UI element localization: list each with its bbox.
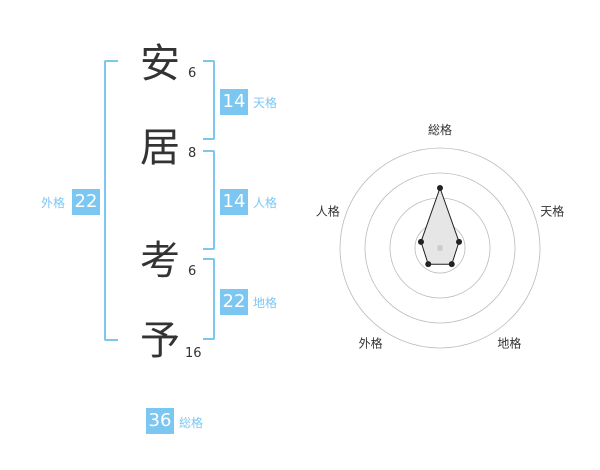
- radar-point-1: [437, 185, 443, 191]
- radar-axis-label-1: 総格: [428, 122, 452, 137]
- stroke-count-1: 6: [188, 66, 197, 81]
- tenkaku-label: 天格: [253, 96, 278, 110]
- tenkaku-bracket: [203, 60, 215, 140]
- radar-axis-label-2: 天格: [540, 204, 564, 219]
- jinkaku-label: 人格: [253, 196, 278, 210]
- tenkaku-value: 14: [220, 89, 248, 115]
- chikaku-value: 22: [220, 289, 248, 315]
- radar-ring-3: [364, 172, 516, 324]
- name-char-4: 予: [140, 318, 180, 364]
- gaikaku-label: 外格: [41, 196, 66, 210]
- radar-axis-label-5: 人格: [316, 204, 340, 219]
- radar-polygon: [420, 186, 460, 265]
- stroke-count-4: 16: [185, 346, 202, 361]
- radar-ring-4: [339, 147, 541, 349]
- gaikaku-bracket: [104, 60, 118, 341]
- soukaku-value: 36: [146, 408, 174, 434]
- radar-center: [437, 245, 443, 251]
- radar-point-4: [425, 261, 432, 268]
- radar-point-3: [448, 261, 455, 268]
- chikaku-bracket: [203, 258, 215, 340]
- gaikaku-value: 22: [72, 189, 100, 215]
- chikaku-label: 地格: [253, 296, 278, 310]
- radar-point-5: [417, 238, 424, 245]
- jinkaku-value: 14: [220, 189, 248, 215]
- soukaku-label: 総格: [179, 416, 204, 430]
- stroke-count-3: 6: [188, 264, 197, 279]
- stroke-count-2: 8: [188, 146, 197, 161]
- jinkaku-bracket: [203, 150, 215, 250]
- name-char-2: 居: [140, 125, 180, 171]
- name-char-1: 安: [140, 41, 180, 87]
- radar-point-2: [456, 238, 463, 245]
- radar-axis-label-4: 外格: [359, 336, 383, 351]
- radar-axis-label-3: 地格: [497, 336, 521, 351]
- name-char-3: 考: [140, 238, 180, 284]
